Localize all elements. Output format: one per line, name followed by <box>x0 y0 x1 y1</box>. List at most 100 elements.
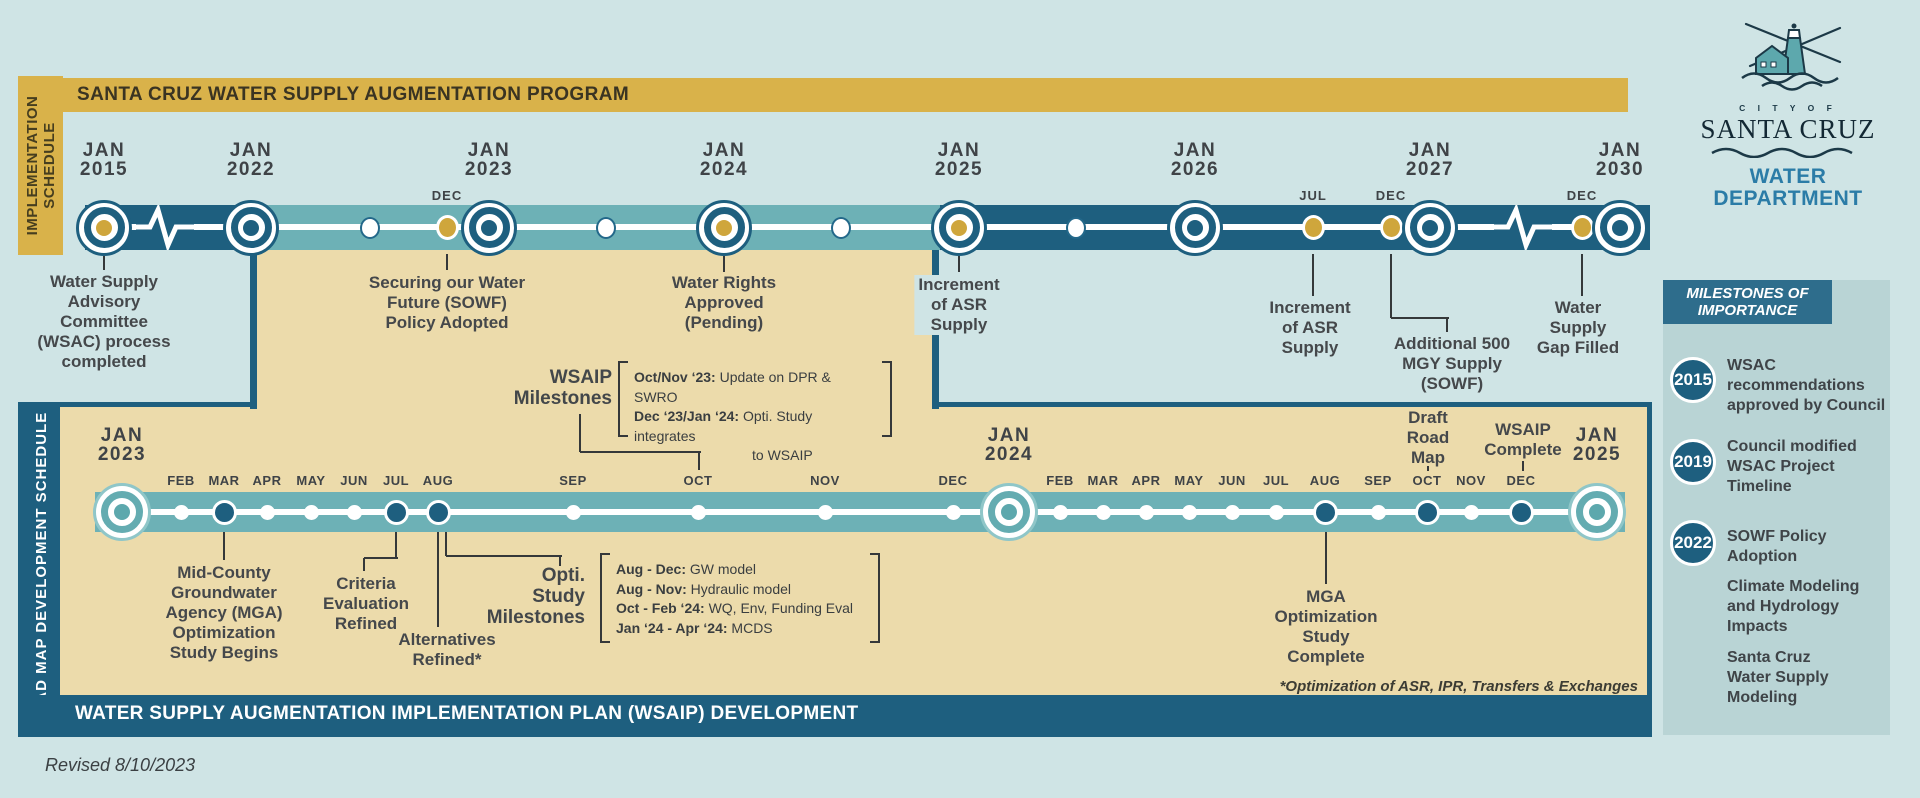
month-label: NOV <box>1456 473 1486 488</box>
milestone-circle-core <box>1422 219 1438 236</box>
month-label: MAY <box>1174 473 1204 488</box>
logo-city-of: C I T Y O F <box>1739 103 1837 113</box>
month-label: APR <box>1131 473 1161 488</box>
event-label: Mid-County Groundwater Agency (MGA) Opti… <box>165 563 283 662</box>
event-connector-line <box>579 414 581 452</box>
bracket-text-line: Aug - Nov: Hydraulic model <box>616 580 792 597</box>
bracket-text-line: Oct - Feb ‘24: WQ, Env, Funding Eval <box>616 600 854 616</box>
year-label: JAN 2027 <box>1405 140 1455 180</box>
bracket-right-glyph <box>882 361 892 437</box>
event-label: Increment of ASR Supply <box>1269 298 1351 357</box>
timeline-dot-white <box>831 217 851 239</box>
timeline-dot-white <box>945 504 961 520</box>
milestone-circle-core <box>114 504 130 520</box>
sidebar-year-badge: 2019 <box>1670 439 1716 485</box>
milestone-circle <box>1167 199 1223 256</box>
year-label: JAN 2022 <box>226 140 276 180</box>
milestone-circle-core <box>1187 219 1203 236</box>
sidebar-item-text: Climate Modeling and Hydrology Impacts <box>1727 578 1860 635</box>
milestone-circle-ring <box>1409 207 1451 248</box>
bracket-text-line: Dec ‘23/Jan ‘24: Opti. Study integrates <box>634 408 813 444</box>
program-title: SANTA CRUZ WATER SUPPLY AUGMENTATION PRO… <box>77 84 630 105</box>
month-label: SEP <box>559 473 587 488</box>
optimization-footnote: *Optimization of ASR, IPR, Transfers & E… <box>1279 678 1638 695</box>
logo-santa-cruz: SANTA CRUZ <box>1700 114 1876 144</box>
event-connector-line <box>559 556 561 566</box>
timeline-dot-milestone <box>1414 499 1440 525</box>
event-label: Increment of ASR Supply <box>914 275 1004 335</box>
milestone-circle <box>461 199 517 256</box>
event-connector-line <box>1325 532 1327 584</box>
event-connector-line <box>103 256 105 270</box>
bracket-text-line: Aug - Dec: GW model <box>616 561 757 577</box>
wsaip-footer-title: WATER SUPPLY AUGMENTATION IMPLEMENTATION… <box>75 703 859 724</box>
wsaip-milestones-label: WSAIP Milestones <box>513 367 612 409</box>
logo-dept-line2: DEPARTMENT <box>1713 187 1863 210</box>
event-label: WSAIP Complete <box>1484 420 1562 459</box>
event-label: Additional 500 MGY Supply (SOWF) <box>1393 334 1511 393</box>
year-label: JAN 2030 <box>1595 140 1645 180</box>
timeline-dot-white <box>1095 504 1111 520</box>
event-connector-line <box>1581 254 1583 296</box>
timeline-break-zigzag-icon <box>136 202 194 253</box>
top-timeline-line <box>104 224 1621 230</box>
timeline-dot-white <box>303 504 319 520</box>
milestone-circle-ring <box>230 207 272 248</box>
logo-dept-line1: WATER <box>1749 165 1827 188</box>
month-sublabel: DEC <box>1375 188 1407 203</box>
event-connector-line <box>445 532 447 556</box>
event-label: Draft Road Map <box>1406 408 1450 467</box>
timeline-dot-milestone <box>425 499 451 525</box>
timeline-dot-white <box>1052 504 1068 520</box>
logo-water-department: WATER DEPARTMENT <box>1713 166 1862 210</box>
milestone-circle-core <box>243 219 259 236</box>
event-connector-line <box>958 256 960 272</box>
milestone-circle-core <box>481 219 497 236</box>
sidebar-item-text: SOWF Policy Adoption <box>1727 528 1827 565</box>
event-connector-line <box>1446 318 1448 332</box>
year-label: JAN 2023 <box>464 140 514 180</box>
timeline-dot-white <box>360 217 380 239</box>
event-label: Securing our Water Future (SOWF) Policy … <box>368 273 526 332</box>
timeline-dot-white <box>1224 504 1240 520</box>
milestone-circle <box>93 483 151 541</box>
focus-period-left-edge <box>250 250 257 409</box>
event-connector-line <box>363 558 365 571</box>
milestone-circle-core <box>1589 504 1605 520</box>
milestone-circle-ring <box>1576 491 1618 533</box>
timeline-dot-gold <box>1571 215 1594 240</box>
timeline-break-zigzag-icon <box>1494 202 1552 253</box>
event-label: Water Supply Advisory Committee (WSAC) p… <box>37 272 171 371</box>
milestone-circle <box>76 199 132 256</box>
milestone-circle-ring <box>1599 207 1641 248</box>
timeline-dot-white <box>1370 504 1386 520</box>
year-label: JAN 2025 <box>934 140 984 180</box>
milestones-sidebar-header: MILESTONES OF IMPORTANCE <box>1663 280 1832 324</box>
milestones-sidebar <box>1663 280 1890 735</box>
month-label: JUL <box>382 473 410 488</box>
bottom-timeline-line <box>122 509 1597 515</box>
event-connector-line <box>1390 254 1392 318</box>
sidebar-year-badge: 2015 <box>1670 357 1716 403</box>
month-sublabel: DEC <box>1566 188 1598 203</box>
month-label: OCT <box>683 473 713 488</box>
roadmap-schedule-bar: ROAD MAP DEVELOPMENT SCHEDULE <box>23 407 60 732</box>
month-label: NOV <box>810 473 840 488</box>
sidebar-year-badge: 2022 <box>1670 520 1716 566</box>
timeline-dot-white <box>346 504 362 520</box>
bracket-right-glyph <box>870 553 880 643</box>
month-label: DEC <box>1506 473 1536 488</box>
timeline-dot-milestone <box>1312 499 1338 525</box>
year-label: JAN 2024 <box>699 140 749 180</box>
santa-cruz-water-logo: C I T Y O F SANTA CRUZ WATER DEPARTMENT <box>1688 18 1888 210</box>
month-label: AUG <box>422 473 454 488</box>
month-label: FEB <box>1046 473 1074 488</box>
bracket-left-glyph <box>600 553 610 643</box>
year-label: JAN 2025 <box>1572 425 1622 465</box>
milestone-circle <box>696 199 752 256</box>
milestone-circle-ring <box>101 491 143 533</box>
event-label: Water Rights Approved (Pending) <box>671 273 777 332</box>
